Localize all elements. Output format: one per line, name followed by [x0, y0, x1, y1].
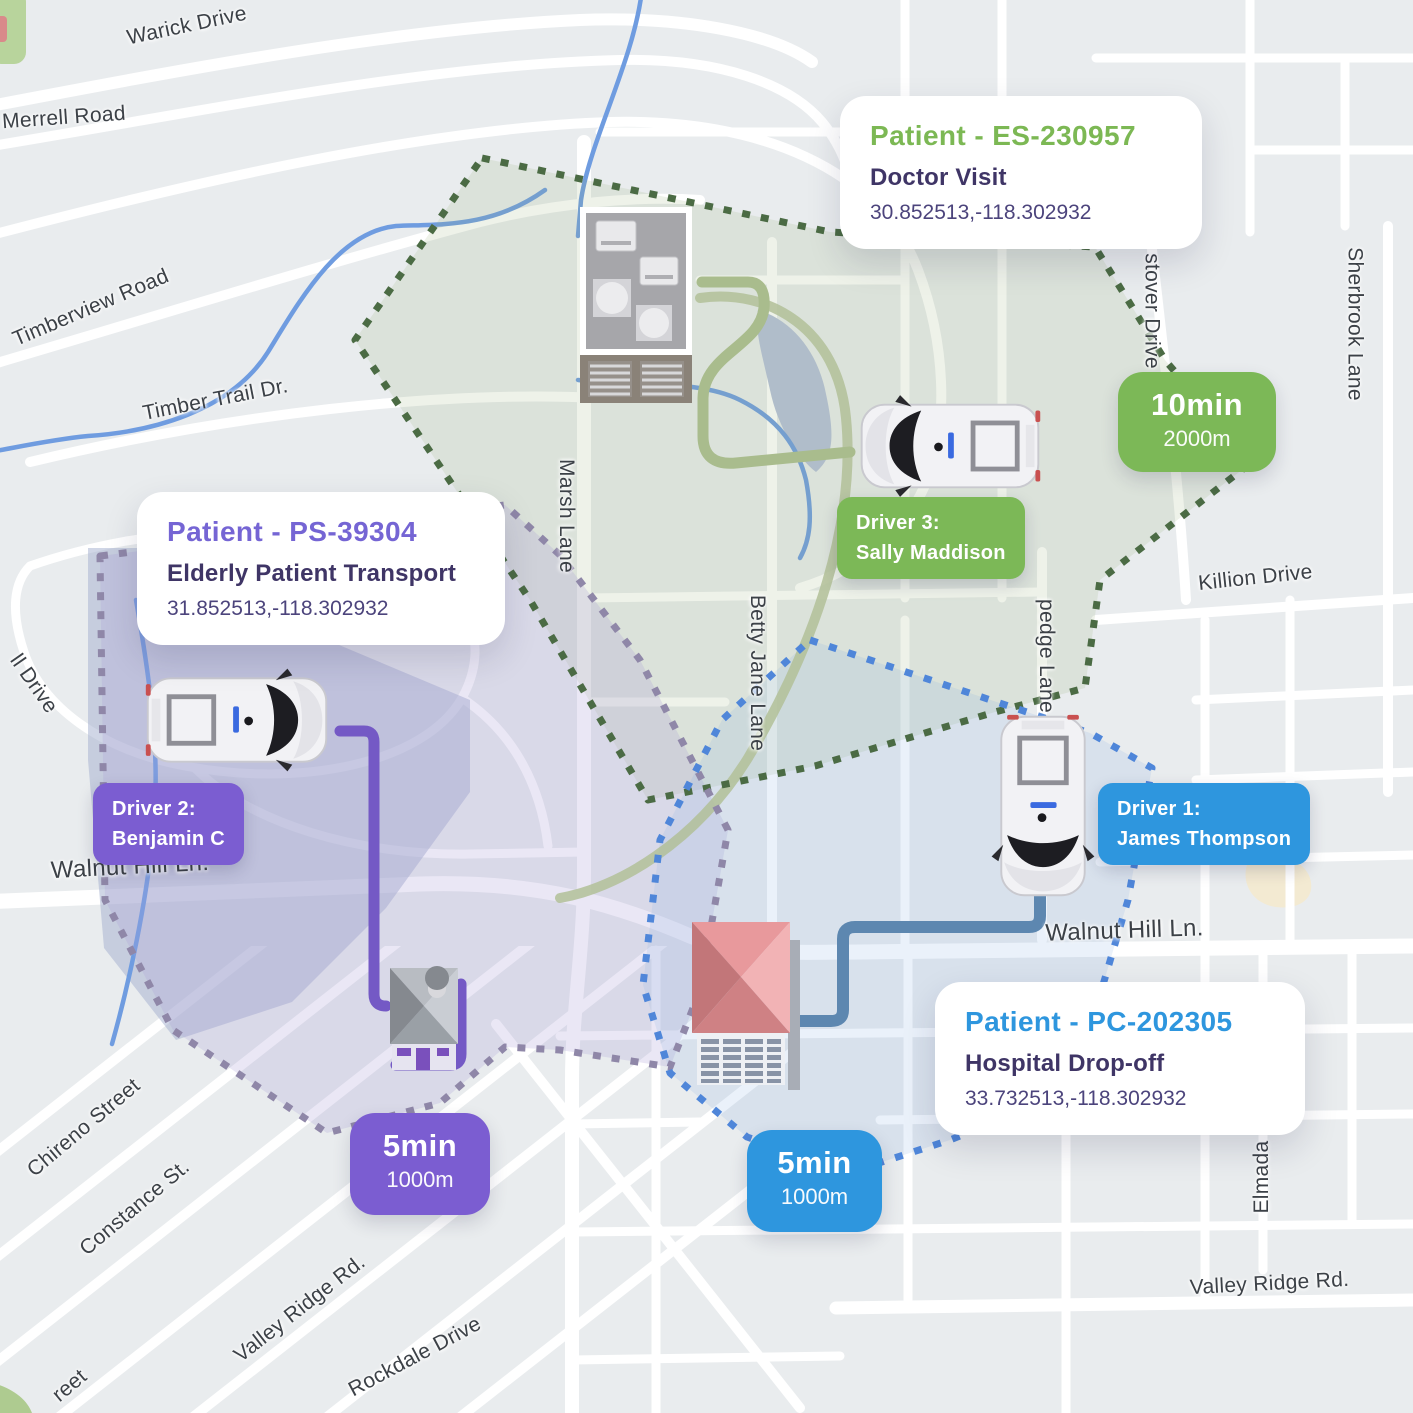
route-green	[555, 276, 856, 903]
driver-name: Sally Maddison	[856, 542, 1006, 564]
eta-distance: 1000m	[780, 1184, 849, 1209]
eta-badge-green[interactable]: 10min 2000m	[1118, 372, 1276, 472]
patient-card-coordinates: 31.852513,-118.302932	[167, 597, 389, 620]
eta-badge-purple[interactable]: 5min 1000m	[350, 1113, 490, 1215]
street-label-elmada: Elmada	[1250, 1140, 1273, 1214]
street-label-pedge: pedge Lane	[1035, 599, 1058, 713]
patient-card-ps-39304[interactable]: Patient - PS-39304 Elderly Patient Trans…	[137, 492, 505, 645]
hospital-building	[692, 922, 800, 1090]
driver-badge-2[interactable]: Driver 2: Benjamin C	[93, 783, 245, 865]
driver-label: Driver 3:	[856, 512, 940, 534]
apartment-building	[580, 207, 692, 403]
eta-distance: 2000m	[1163, 426, 1231, 451]
zone-boundaries	[96, 154, 1256, 1177]
street-label-sherbrook: Sherbrook Lane	[1343, 247, 1367, 401]
patient-card-pc-202305[interactable]: Patient - PC-202305 Hospital Drop-off 33…	[935, 982, 1305, 1135]
route-blue	[788, 880, 1046, 1027]
eta-time: 10min	[1150, 387, 1244, 422]
zone-blue-boundary	[639, 636, 1156, 1177]
patient-card-title: Patient - PS-39304	[167, 516, 417, 547]
patient-card-subtitle: Hospital Drop-off	[965, 1050, 1165, 1077]
driver-label: Driver 2:	[112, 798, 196, 820]
van-driver-2[interactable]	[146, 669, 326, 772]
driver-badge-3[interactable]: Driver 3: Sally Maddison	[837, 497, 1025, 579]
driver-label: Driver 1:	[1117, 798, 1201, 820]
eta-time: 5min	[777, 1145, 852, 1180]
street-label-stover: stover Drive	[1140, 253, 1164, 369]
driver-name: James Thompson	[1117, 828, 1292, 850]
street-label-marsh: Marsh Lane	[555, 459, 578, 573]
house-building	[390, 966, 458, 1070]
patient-card-subtitle: Elderly Patient Transport	[167, 560, 457, 587]
eta-distance: 1000m	[386, 1167, 454, 1192]
zone-green-fill	[355, 158, 1252, 800]
zone-purple-boundary	[96, 501, 732, 1137]
patient-card-es-230957[interactable]: Patient - ES-230957 Doctor Visit 30.8525…	[840, 96, 1202, 249]
street-label-walnut-right: Walnut Hill Ln.	[1044, 914, 1205, 947]
patient-card-title: Patient - PC-202305	[965, 1006, 1233, 1037]
street-label-betty-jane: Betty Jane Lane	[746, 594, 769, 752]
eta-badge-blue[interactable]: 5min 1000m	[747, 1130, 882, 1232]
driver-name: Benjamin C	[112, 828, 226, 850]
driver-badge-1[interactable]: Driver 1: James Thompson	[1098, 783, 1311, 865]
van-driver-1[interactable]	[992, 715, 1095, 895]
patient-card-coordinates: 30.852513,-118.302932	[870, 201, 1092, 224]
patient-card-coordinates: 33.732513,-118.302932	[965, 1087, 1187, 1110]
patient-card-title: Patient - ES-230957	[870, 120, 1136, 151]
patient-card-subtitle: Doctor Visit	[870, 164, 1007, 191]
map-edge-decor	[0, 0, 1312, 1413]
eta-time: 5min	[382, 1128, 458, 1163]
zone-purple-fill	[100, 505, 728, 1133]
van-driver-3[interactable]	[862, 395, 1041, 497]
